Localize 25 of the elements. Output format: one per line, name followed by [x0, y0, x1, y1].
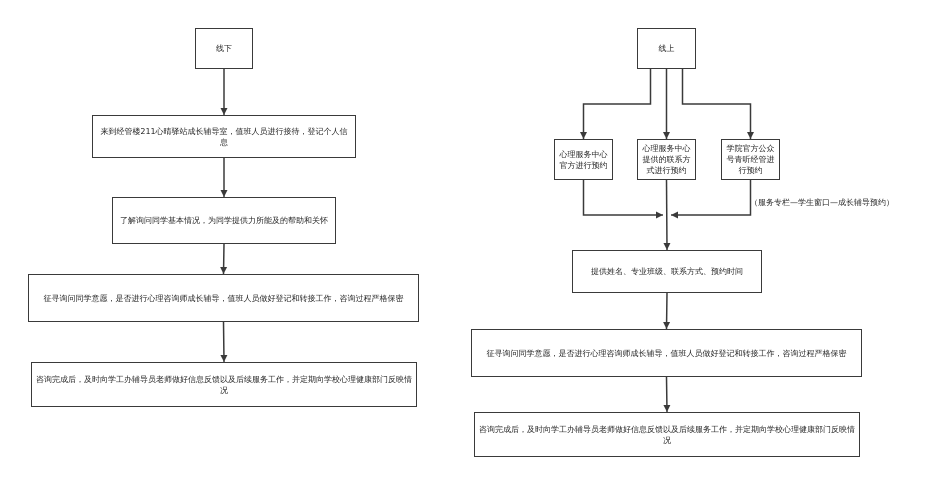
- process-box: 学院官方公众号青听经管进行预约: [721, 139, 780, 180]
- arrow: [220, 158, 228, 197]
- process-box: 了解询问同学基本情况，为同学提供力所能及的帮助和关怀: [112, 197, 336, 244]
- arrow: [220, 69, 228, 115]
- arrow: [582, 180, 663, 218]
- process-box: 咨询完成后，及时向学工办辅导员老师做好信息反馈以及后续服务工作，并定期向学校心理健康部门反映情况: [31, 362, 417, 407]
- process-box: 咨询完成后，及时向学工办辅导员老师做好信息反馈以及后续服务工作，并定期向学校心理健康部门反映情况: [474, 412, 860, 457]
- start-box: 线下: [195, 28, 253, 69]
- arrow: [682, 69, 754, 139]
- arrow: [671, 180, 752, 218]
- process-box: 来到经管楼211心晴驿站成长辅导室，值班人员进行接待，登记个人信息: [92, 115, 356, 158]
- process-box: 提供姓名、专业班级、联系方式、预约时间: [572, 250, 762, 293]
- arrow: [220, 322, 228, 362]
- arrow: [220, 244, 228, 274]
- start-box: 线上: [637, 28, 696, 69]
- arrow: [663, 376, 670, 412]
- arrow: [580, 69, 652, 139]
- process-box: 征寻询问同学意愿，是否进行心理咨询师成长辅导，值班人员做好登记和转接工作，咨询过程严格保密: [28, 274, 419, 322]
- process-box: 心理服务中心官方进行预约: [554, 139, 613, 180]
- arrow: [663, 180, 670, 250]
- arrow: [663, 69, 670, 139]
- process-box: 心理服务中心提供的联系方式进行预约: [637, 139, 696, 180]
- note-text: （服务专栏—学生窗口—成长辅导预约）: [750, 197, 894, 208]
- process-box: 征寻询问同学意愿，是否进行心理咨询师成长辅导，值班人员做好登记和转接工作，咨询过程严格保密: [471, 329, 862, 377]
- arrow: [663, 292, 670, 330]
